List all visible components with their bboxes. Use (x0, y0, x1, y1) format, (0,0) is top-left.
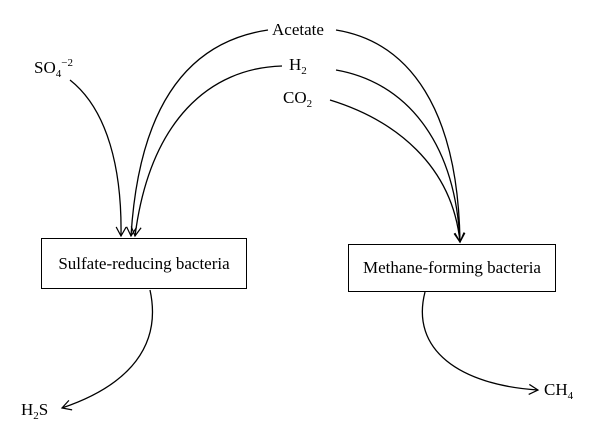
arrow-h2-to-mfb (335, 69, 466, 244)
arrow-srb-to-h2s (60, 289, 154, 411)
arrow-mfb-to-ch4 (421, 291, 540, 395)
h2s-subscript: 2 (33, 410, 39, 422)
sulfate-label: SO4−2 (34, 57, 73, 80)
arrow-h2-to-srb (130, 65, 283, 238)
sulfate-base: SO (34, 58, 56, 77)
arrow-sulfate-to-srb (69, 79, 127, 238)
arrow-acetate-to-mfb (335, 29, 466, 244)
methane-forming-bacteria-label: Methane-forming bacteria (363, 258, 541, 277)
acetate-label: Acetate (272, 20, 324, 40)
ch4-subscript: 4 (567, 390, 574, 402)
sulfate-subscript: 4 (55, 68, 62, 80)
ch4-label: CH4 (544, 380, 574, 402)
h2s-base: H (21, 400, 34, 419)
acetate-text: Acetate (272, 20, 324, 39)
sulfate-reducing-bacteria-label: Sulfate-reducing bacteria (58, 253, 230, 273)
sulfate-reducing-bacteria-box: Sulfate-reducing bacteria (41, 238, 247, 289)
arrow-co2-to-mfb (329, 99, 465, 244)
h2-input-label: H2 (289, 55, 307, 77)
h2s-tail: S (38, 400, 49, 419)
h2-subscript: 2 (301, 65, 307, 77)
co2-base: CO (283, 88, 307, 107)
co2-subscript: 2 (306, 98, 313, 110)
sulfate-superscript: −2 (61, 57, 73, 69)
h2-base: H (289, 55, 302, 74)
arrow-acetate-to-srb (126, 29, 269, 238)
h2s-label: H2S (21, 400, 49, 422)
methane-forming-bacteria-box: Methane-forming bacteria (348, 244, 556, 292)
co2-label: CO2 (283, 88, 313, 110)
ch4-base: CH (544, 380, 568, 399)
